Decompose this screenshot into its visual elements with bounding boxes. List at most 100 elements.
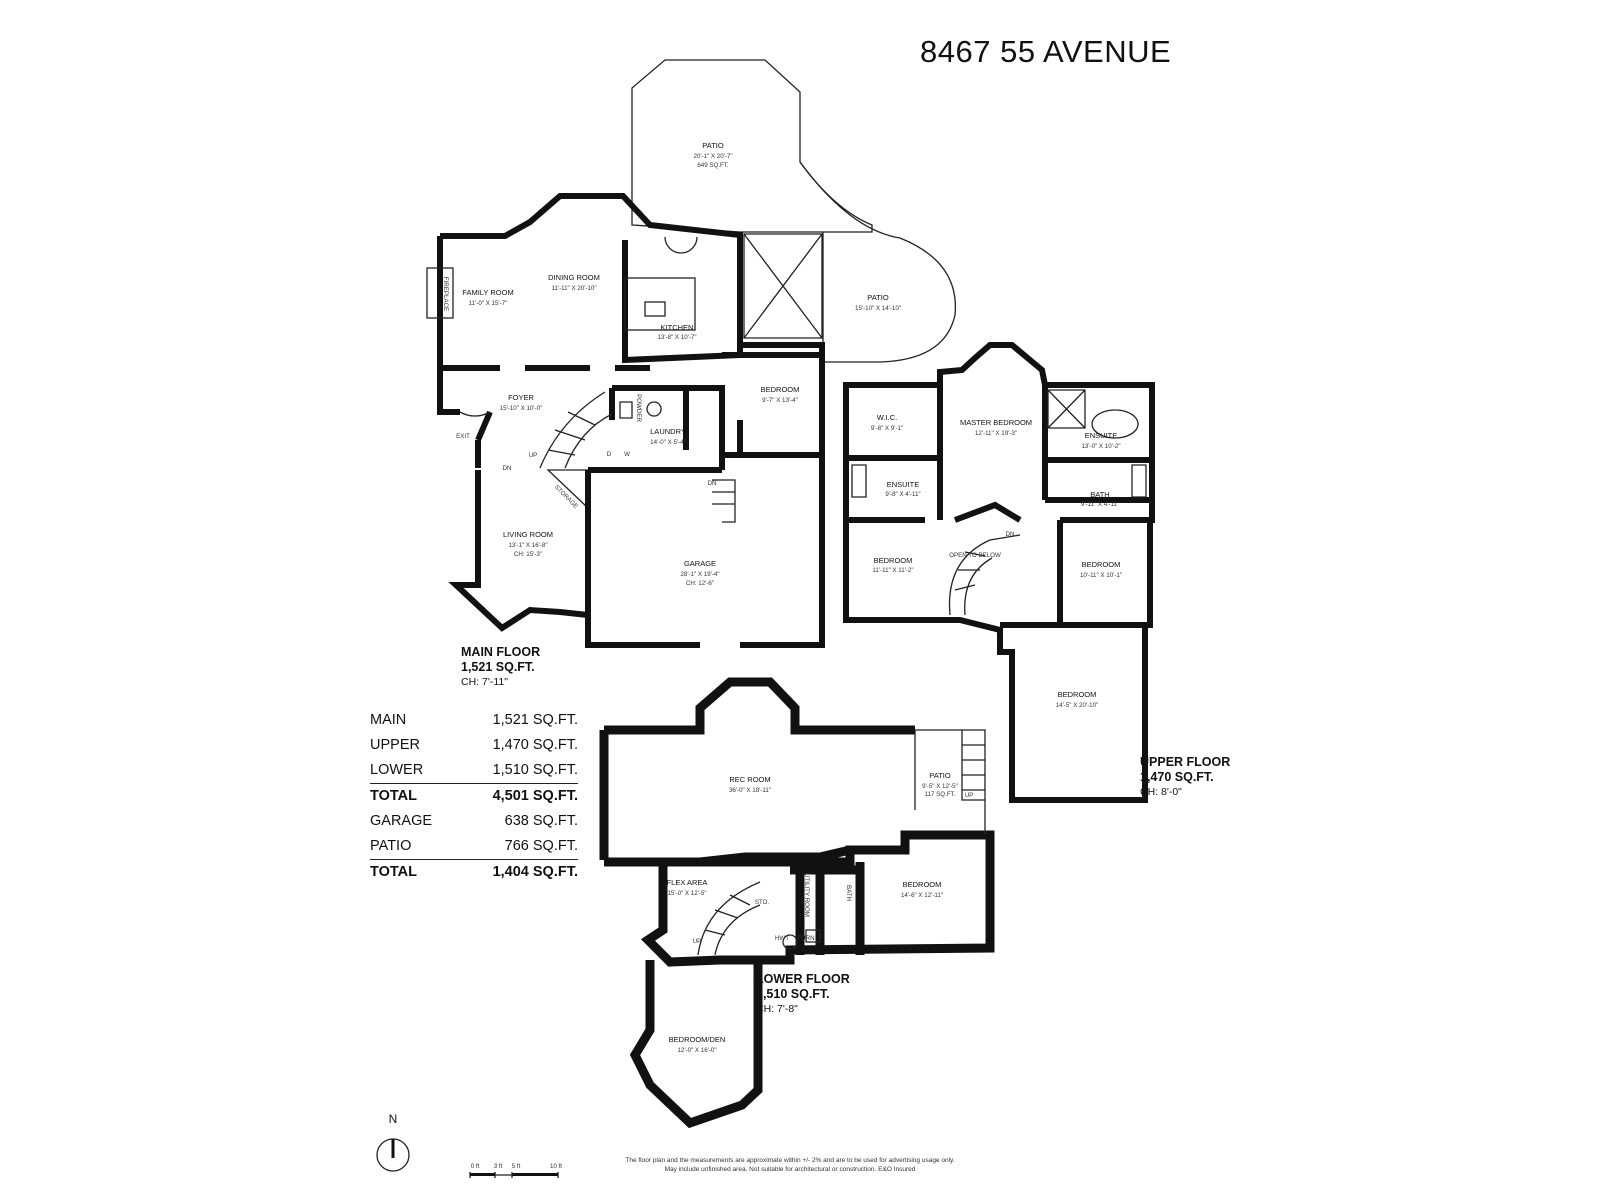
utility-appliances [782,929,821,950]
bedroom-up-right-dims: 10'-11" X 10'-1" [1080,572,1122,579]
upper-floor-ch: CH: 8'-0" [1140,786,1182,798]
summary-row-lower: LOWER 1,510 SQ.FT. [370,758,578,783]
rec-room-label: REC ROOM [729,775,770,784]
main-floor-caption: MAIN FLOOR 1,521 SQ.FT. CH: 7'-11" [461,645,540,690]
north-label: N [388,1112,398,1126]
lower-floor-area: 1,510 SQ.FT. [756,987,830,1001]
kitchen-label: KITCHEN [661,323,694,332]
summary-value: 766 SQ.FT. [504,838,578,854]
wic-dims: 9'-8" X 9'-1" [871,425,903,432]
summary-label: LOWER [370,762,424,778]
main-floor-plan [426,59,957,648]
patio-door-icon [664,236,698,254]
patio-right-dims: 15'-10" X 14'-10" [855,305,901,312]
foyer-dims: 15'-10" X 10'-0" [500,405,543,412]
north-compass [376,1138,410,1172]
main-dn-label: DN [503,465,512,472]
open-to-below-label: OPEN TO BELOW [949,552,1001,559]
bedroom-main-label: BEDROOM [761,385,800,394]
lower-floor-caption: LOWER FLOOR 1,510 SQ.FT. CH: 7'-8" [756,972,850,1017]
ensuite-master-label: ENSUITE [1085,431,1118,440]
main-floor-area: 1,521 SQ.FT. [461,660,535,674]
summary-label: MAIN [370,712,407,728]
fireplace-label: FIREPLACE [442,277,449,311]
powder-label: POWDER [635,394,642,422]
hwt-label: HWT [775,935,789,942]
furn-label: FURN [797,935,814,942]
summary-value: 638 SQ.FT. [504,813,578,829]
living-room-dims: 13'-1" X 16'-8" [508,542,547,549]
upper-outer-walls [843,342,1155,803]
patio-top-area: 649 SQ.FT. [697,162,729,169]
scale-label-10: 10 ft [550,1163,562,1170]
summary-row-total-living: TOTAL 4,501 SQ.FT. [370,783,578,809]
sink-icon [644,301,666,317]
upper-floor-area: 1,470 SQ.FT. [1140,770,1214,784]
covered-patio [743,233,823,339]
summary-value: 1,521 SQ.FT. [492,712,578,728]
garage-dims: 28'-1" X 19'-4" [680,571,719,578]
living-room-label: LIVING ROOM [503,530,553,539]
master-bedroom-dims: 12'-11" X 19'-3" [975,430,1017,437]
lower-floor-ch: CH: 7'-8" [756,1003,798,1015]
patio-top-dims: 20'-1" X 20'-7" [693,153,732,160]
garage-ch: CH: 12'-6" [686,580,714,587]
lower-interior-walls [604,845,865,955]
bedroom-lower-label: BEDROOM [903,880,942,889]
scale-label-0: 0 ft [471,1163,480,1170]
patio-lower-area: 117 SQ.FT. [925,791,956,798]
upper-dn-label: DN [1006,531,1015,538]
bedroom-lower-dims: 14'-6" X 12'-11" [901,892,943,899]
summary-value: 1,470 SQ.FT. [492,737,578,753]
family-room-label: FAMILY ROOM [462,288,513,297]
bedroom-den-dims: 12'-0" X 16'-0" [677,1047,716,1054]
scale-label-3: 3 ft [494,1163,503,1170]
powder-toilet-icon [619,401,662,419]
garage-label: GARAGE [684,559,716,568]
sto-label: STO. [755,899,770,906]
summary-label: GARAGE [370,813,433,829]
foyer-walls [437,368,493,468]
living-room-ch: CH: 15'-3" [514,551,542,558]
scale-label-5: 5 ft [512,1163,521,1170]
lower-floor-plan [599,677,995,1129]
bedroom-main-walls [719,352,825,460]
upper-curved-stair [948,534,1021,616]
master-tub-icon [1091,409,1139,439]
family-room-dims: 11'-0" X 15'-7" [469,300,508,307]
summary-label: TOTAL [370,788,417,804]
foyer-label: FOYER [508,393,534,402]
bedroom-up-left-dims: 11'-11" X 11'-2" [872,567,913,574]
ensuite-small-dims: 9'-8" X 4'-11" [885,491,920,498]
laundry-label: LAUNDRY [650,427,686,436]
flex-area-dims: 15'-0" X 12'-5" [667,890,706,897]
bedroom-up-large-label: BEDROOM [1058,690,1097,699]
bedroom-main-dims: 9'-7" X 13'-4" [762,397,798,404]
summary-value: 1,510 SQ.FT. [492,762,578,778]
summary-value: 1,404 SQ.FT. [492,864,578,880]
disclaimer-line-2: May include unfinished area. Not suitabl… [664,1166,916,1173]
patio-right-label: PATIO [867,293,889,302]
lower-up-label: UP [693,938,702,945]
bath-upper-dims: 9'-11" X 4'-11" [1081,501,1119,508]
lower-curved-stair [697,881,761,956]
living-room-walls [448,470,591,632]
kitchen-island [624,277,696,331]
dryer-label: D [607,451,612,458]
flex-area-label: FLEX AREA [667,878,708,887]
patio-lower-label: PATIO [929,771,951,780]
page-title: 8467 55 AVENUE [920,34,1172,69]
main-curved-stair [539,391,613,469]
disclaimer-line-1: The floor plan and the measurements are … [625,1157,955,1164]
garage-dn-label: DN [708,480,717,487]
bedroom-up-large-dims: 14'-5" X 20'-10" [1056,702,1099,709]
room-labels: PATIO 20'-1" X 20'-7" 649 SQ.FT. PATIO 1… [462,141,1122,1054]
main-floor-name: MAIN FLOOR [461,645,541,659]
garage-walls [585,452,825,648]
bedroom-up-right-label: BEDROOM [1082,560,1121,569]
summary-label: UPPER [370,737,420,753]
summary-row-patio: PATIO 766 SQ.FT. [370,834,578,859]
lower-outer-walls [599,677,995,967]
master-bedroom-label: MASTER BEDROOM [960,418,1032,427]
washer-label: W [624,451,630,458]
